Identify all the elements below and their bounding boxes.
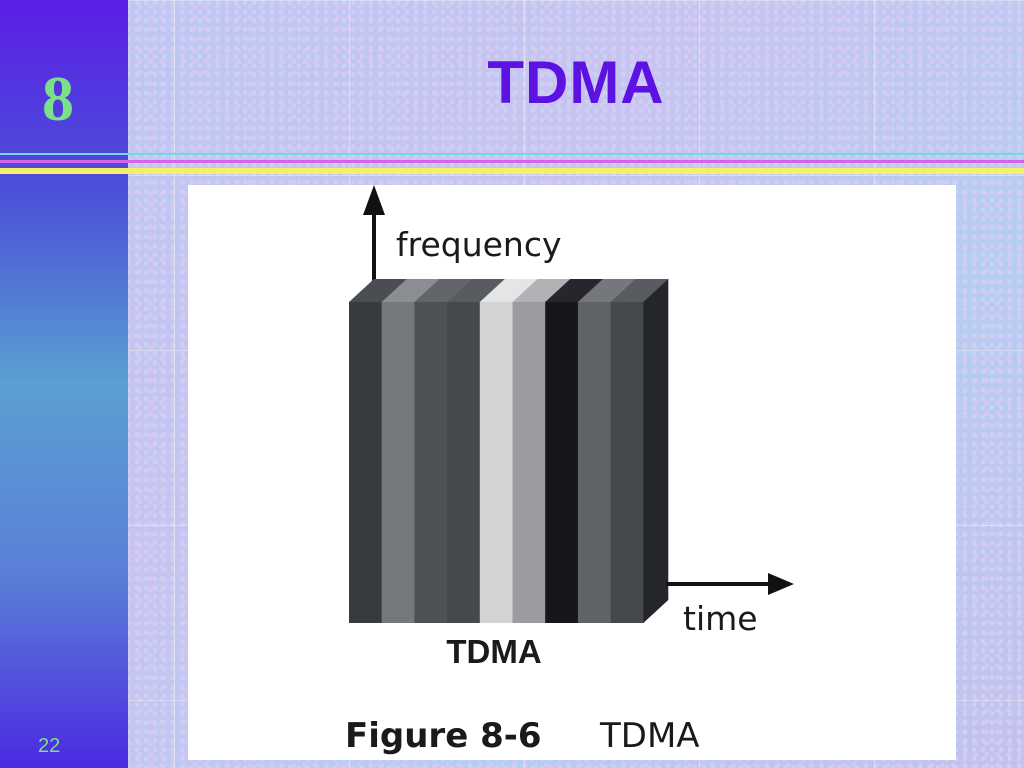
time-slot-2: [381, 302, 415, 623]
time-slot-top-7: [545, 279, 604, 302]
time-slot-top-9: [610, 279, 669, 302]
time-slot-top-1: [349, 279, 408, 302]
block-label: TDMA: [446, 633, 541, 670]
tdma-block: [349, 279, 669, 623]
time-slot-top-6: [512, 279, 571, 302]
tdma-figure: frequency time TDMA Figure 8-6 TDMA: [188, 185, 956, 760]
time-slot-4: [447, 302, 481, 623]
divider-line-yellow: [0, 168, 1024, 174]
frequency-axis-label: frequency: [396, 225, 562, 264]
time-slot-top-2: [381, 279, 440, 302]
time-slot-top-5: [479, 279, 538, 302]
time-slot-9: [610, 302, 644, 623]
time-axis-arrow-icon: [768, 573, 794, 595]
tdma-diagram: frequency time TDMA Figure 8-6 TDMA: [345, 185, 794, 756]
time-slot-7: [545, 302, 579, 623]
time-slot-5: [479, 302, 513, 623]
time-axis-label: time: [683, 599, 758, 638]
time-slot-3: [414, 302, 448, 623]
time-slot-top-4: [447, 279, 506, 302]
figure-caption-text: TDMA: [599, 716, 700, 756]
time-slot-1: [349, 302, 383, 623]
time-slot-top-8: [577, 279, 637, 302]
slide-title: TDMA: [487, 49, 665, 116]
divider-line-cyan: [0, 153, 1024, 155]
time-slot-top-3: [414, 279, 473, 302]
time-slot-8: [577, 302, 612, 623]
frequency-axis-arrow-icon: [363, 185, 385, 215]
page-number: 22: [38, 735, 61, 757]
block-side-face: [643, 279, 669, 623]
slide-sidebar: 8 22: [0, 0, 128, 768]
chapter-number: 8: [42, 63, 74, 134]
time-slot-6: [512, 302, 546, 623]
figure-caption-number: Figure 8-6: [345, 716, 542, 756]
divider-line-magenta: [0, 160, 1024, 163]
